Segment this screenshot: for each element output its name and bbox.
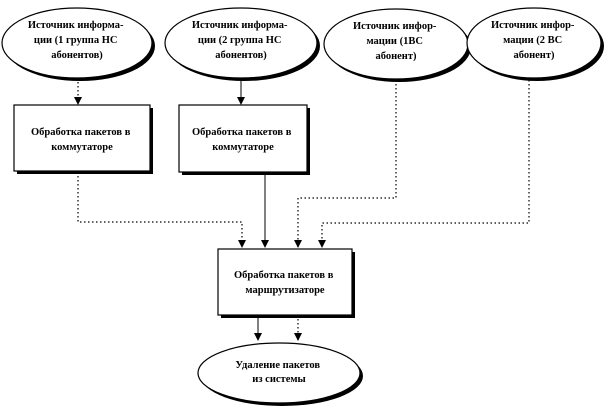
- node-source-3: Источник инфор- мации (1ВС абонент): [323, 8, 471, 82]
- edge-sw1-to-router: [77, 172, 246, 248]
- node-source-1: Источник информа- ции (1 группа НС абоне…: [1, 7, 155, 81]
- svg-text:Источник инфор- мации (2: Источник инфор- мации (2 ВС абонент): [491, 20, 577, 61]
- edge-src3-to-router: [294, 80, 397, 248]
- node-switch-1: Обработка пакетов в коммутаторе: [13, 104, 153, 174]
- node-router: Обработка пакетов в маршрутизаторе: [217, 248, 355, 318]
- svg-text:Обработка пакетов в марш: Обработка пакетов в маршрутизаторе: [234, 270, 336, 296]
- svg-text:Обработка пакетов в комм: Обработка пакетов в коммутаторе: [192, 127, 294, 153]
- svg-text:Источник инфор- мации (1: Источник инфор- мации (1ВС абонент): [353, 21, 439, 62]
- node-sink: Удаление пакетов из системы: [197, 342, 363, 406]
- node-source-4: Источник инфор- мации (2 ВС абонент): [466, 7, 604, 81]
- edges-layer: [74, 78, 530, 341]
- node-switch-2: Обработка пакетов в коммутаторе: [178, 104, 310, 175]
- edge-src4-to-router: [318, 80, 530, 248]
- node-source-2: Источник информа- ции (2 группа НС абоне…: [164, 7, 320, 81]
- svg-text:Удаление пакетов из сист: Удаление пакетов из системы: [235, 360, 322, 385]
- svg-text:Обработка пакетов в комм: Обработка пакетов в коммутаторе: [31, 127, 133, 153]
- svg-text:Источник информа- ции (2: Источник информа- ции (2 группа НС абоне…: [192, 20, 290, 61]
- svg-text:Источник информа- ции (1: Источник информа- ции (1 группа НС абоне…: [28, 20, 126, 61]
